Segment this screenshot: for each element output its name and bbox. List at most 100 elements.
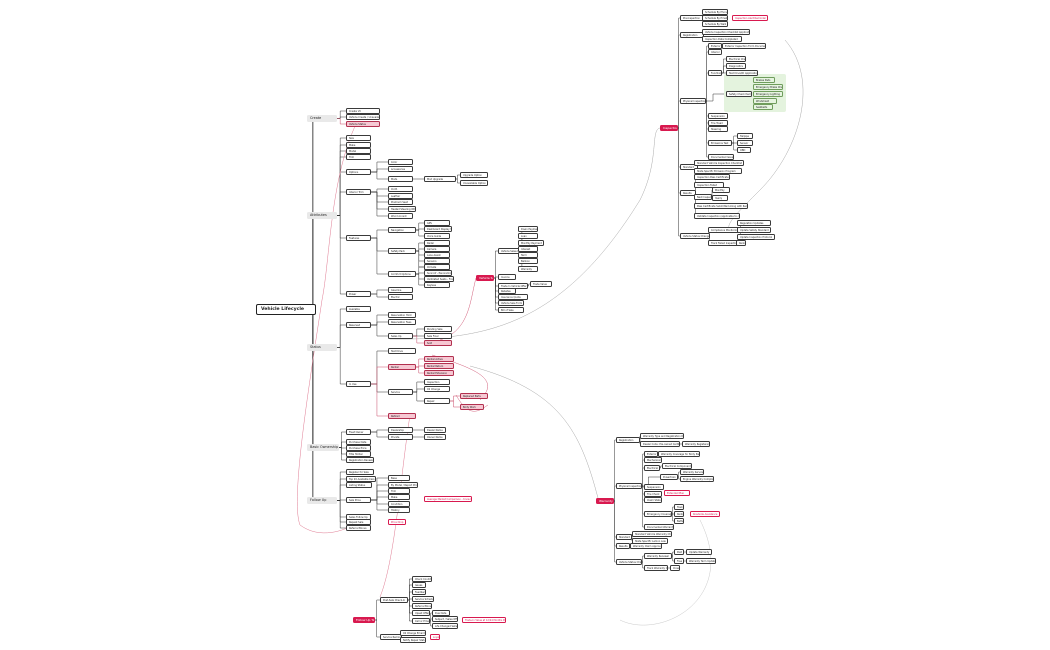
topic-life-changed-seller[interactable]: Life Changed Seller xyxy=(432,623,458,629)
topic-yearly[interactable]: Yearly xyxy=(712,195,728,201)
topic-dealer-name[interactable]: Dealer Name xyxy=(424,427,446,433)
topic-state-specific-emission-program[interactable]: State Specific Emission Program xyxy=(694,168,742,174)
topic-options[interactable]: Options xyxy=(346,169,371,175)
topic-inspection[interactable]: Inspection xyxy=(660,125,678,131)
topic-registration[interactable]: Registration xyxy=(680,32,704,38)
topic-heated-steering-wheel[interactable]: Heated Steering Wheel xyxy=(388,206,416,212)
topic-closed[interactable]: Closed xyxy=(670,565,680,571)
topic-sensor[interactable]: Sensor xyxy=(737,140,753,146)
topic-trim[interactable]: Trim xyxy=(346,154,371,160)
topic-inspection-pass-certificate[interactable]: Inspection Pass Certificate xyxy=(694,174,730,180)
topic-private[interactable]: Private xyxy=(388,434,413,440)
topic-vehicle-sale-form[interactable]: Vehicle Sale Form xyxy=(498,300,524,306)
topic-rental[interactable]: Rental xyxy=(674,511,684,517)
topic-create[interactable]: Create xyxy=(307,115,337,122)
topic-monthly-payment[interactable]: Monthly Payment xyxy=(518,240,544,246)
topic-repair[interactable]: Repair xyxy=(424,398,450,404)
topic-mod-upgrade[interactable]: Mod Upgrade xyxy=(424,176,456,182)
topic-inspection-alert-reminder[interactable]: Inspection Alert Reminder xyxy=(732,15,768,21)
topic-standard[interactable]: Standard xyxy=(680,164,698,170)
topic-brakes-pads[interactable]: Brakes Pads xyxy=(753,77,775,83)
topic-history[interactable]: History xyxy=(388,507,410,513)
topic-voice-guide[interactable]: Voice Guide xyxy=(424,233,450,239)
topic-follow-up-tasks[interactable]: Follow Up Tasks xyxy=(353,617,375,623)
topic-rental-extension[interactable]: Rental Extension xyxy=(424,370,454,376)
topic-term[interactable]: Term xyxy=(518,252,538,258)
topic-sunroof-panoramic[interactable]: Sunroof - Panoramic xyxy=(424,270,452,276)
topic-emergency-coverage[interactable]: Emergency Coverage xyxy=(644,511,672,517)
topic-dealership[interactable]: Dealership xyxy=(388,427,413,433)
topic-sensors[interactable]: Sensors xyxy=(424,258,450,264)
topic-by-model-report-price[interactable]: By Model / Report Price xyxy=(388,482,418,488)
topic-top-20-available-cars[interactable]: Top 20 Available Cars xyxy=(346,476,376,482)
topic-reservation-fees[interactable]: Reservation Fees xyxy=(388,319,416,325)
topic-size[interactable]: Size xyxy=(346,135,371,141)
topic-free[interactable]: Free xyxy=(674,558,684,564)
topic-exterior-inspection-form-documentation[interactable]: Exterior Inspection Form Documentation xyxy=(722,43,766,49)
topic-trade-value[interactable]: Trade Value xyxy=(530,281,552,287)
topic-title-holder[interactable]: Title Holder xyxy=(346,451,371,457)
topic-sale-final[interactable]: Sale Final xyxy=(424,333,452,339)
topic-fleet-owner[interactable]: Fleet Owner xyxy=(346,429,371,435)
topic-bill-of-sale[interactable]: Bill of Sale xyxy=(498,307,524,313)
topic-vehicle-inspection-checklist-application[interactable]: Vehicle Inspection Checklist Application xyxy=(702,29,750,35)
topic-follow-up[interactable]: Follow Up xyxy=(307,497,337,504)
topic-tire-check[interactable]: Tire Check xyxy=(644,491,662,497)
topic-in-use[interactable]: In Use xyxy=(346,381,371,387)
topic-vehicle-status[interactable]: Vehicle Status xyxy=(346,121,380,127)
topic-redo[interactable]: Redo xyxy=(736,240,746,246)
topic-body-work[interactable]: Body Work xyxy=(460,404,484,410)
topic-reservation-hold[interactable]: Reservation Hold xyxy=(388,312,416,318)
topic-warranty-renewal[interactable]: Warranty Renewal xyxy=(644,553,672,559)
topic-physical-inspection[interactable]: Physical Inspection xyxy=(616,483,642,489)
topic-invoice[interactable]: Invoice xyxy=(498,274,516,280)
topic-inspection-data-completed[interactable]: Inspection Data Completed xyxy=(702,36,742,42)
topic-loyalty[interactable]: Loyalty xyxy=(430,634,440,640)
topic-pending-sale[interactable]: Pending Sale xyxy=(424,326,452,332)
topic-engine-warranty-compliance[interactable]: Engine Warranty Compliance xyxy=(680,476,714,482)
topic-update-inspection-protocol[interactable]: Update Inspection Protocol xyxy=(737,234,775,240)
topic-diagnostics[interactable]: Diagnostics xyxy=(726,63,746,69)
topic-rental[interactable]: Rental xyxy=(388,364,416,370)
topic-schedule-by-email[interactable]: Schedule By Email xyxy=(702,15,728,21)
topic-standard-vehicle-warranty-checklist[interactable]: Standard Vehicle Warranty Checklist xyxy=(632,531,672,537)
topic-model[interactable]: Model xyxy=(346,148,371,154)
topic-gps[interactable]: GPS xyxy=(424,220,450,226)
topic-repeat-sale[interactable]: Repeat Sale xyxy=(346,519,371,525)
topic-sold[interactable]: Sold xyxy=(424,340,452,346)
topic-interest[interactable]: Interest xyxy=(518,246,538,252)
topic-update-safety-standard[interactable]: Update Safety Standard xyxy=(737,227,771,233)
topic-climate[interactable]: Climate xyxy=(424,264,450,270)
topic-dealer-code-pre-owned-certified[interactable]: Dealer Code: Pre-owned Certified xyxy=(640,441,680,447)
topic-insurance-quote[interactable]: Insurance Quote xyxy=(498,294,528,300)
topic-inspection[interactable]: Inspection xyxy=(424,379,450,385)
topic-service-schedule[interactable]: Service Schedule xyxy=(412,596,434,602)
topic-roadside-assistance[interactable]: Roadside Assistance xyxy=(690,511,720,517)
topic-function[interactable]: Function xyxy=(708,70,722,76)
topic-mods[interactable]: Mods xyxy=(388,176,413,182)
topic-standard[interactable]: Standard xyxy=(616,534,632,540)
root-topic-vehicle-lifecycle[interactable]: Vehicle Lifecycle xyxy=(256,304,316,315)
topic-service[interactable]: Service xyxy=(388,389,413,395)
topic-oil-change[interactable]: Oil Change xyxy=(424,386,450,392)
topic-documented-warranty-claim[interactable]: Documented Warranty Claim xyxy=(644,524,674,530)
topic-electrical-check[interactable]: Electrical Check xyxy=(726,56,746,62)
topic-steering[interactable]: Steering xyxy=(708,126,728,132)
topic-service-reminders[interactable]: Service Reminders xyxy=(380,634,402,640)
topic-electrical[interactable]: Electrical xyxy=(644,465,660,471)
topic-create-vc[interactable]: Create VC xyxy=(346,108,380,114)
topic-loan[interactable]: Loan xyxy=(518,233,538,239)
topic-exterior[interactable]: Exterior xyxy=(644,451,658,457)
topic-suspension[interactable]: Suspension xyxy=(644,484,664,490)
topic-price-drop[interactable]: Price Drop xyxy=(388,519,406,525)
topic-tire-tread[interactable]: Tire Tread xyxy=(708,120,728,126)
topic-rebates[interactable]: Rebates xyxy=(498,288,516,294)
topic-monthly[interactable]: Monthly xyxy=(712,187,730,193)
topic-cloth[interactable]: Cloth xyxy=(388,186,413,192)
topic-sale-price[interactable]: Sale Price xyxy=(346,497,371,503)
topic-warranty-term-updated[interactable]: Warranty Term Updated xyxy=(686,558,716,564)
topic-claim-status[interactable]: Claim Status xyxy=(644,497,662,503)
topic-emissions-test[interactable]: Emissions Test xyxy=(708,140,732,146)
topic-standard-vehicle-inspection-checklist[interactable]: Standard Vehicle Inspection Checklist xyxy=(694,160,744,166)
topic-results[interactable]: Results xyxy=(680,190,696,196)
